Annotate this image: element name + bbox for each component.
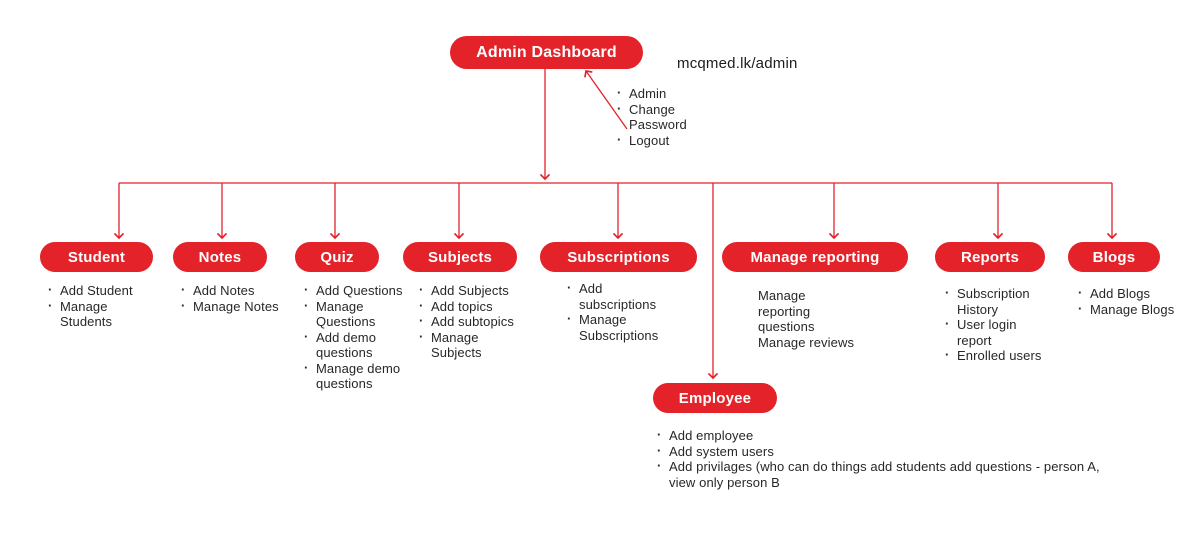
node-pill-subscriptions: Subscriptions — [540, 242, 697, 272]
list-item: Manage Questions — [303, 298, 403, 330]
list-item: Add system users — [656, 443, 1100, 460]
list-item: Subscription History — [944, 285, 1042, 317]
list-item: Manage Students — [47, 298, 133, 330]
list-item: Enrolled users — [944, 347, 1042, 364]
node-pill-quiz: Quiz — [295, 242, 379, 272]
account-menu-list: AdminChange PasswordLogout — [616, 85, 687, 149]
list-item: Manage Subjects — [418, 329, 514, 361]
blogs-list: Add BlogsManage Blogs — [1077, 285, 1174, 318]
list-item: Change Password — [616, 101, 687, 133]
node-pill-admin-dashboard: Admin Dashboard — [450, 36, 643, 69]
subscriptions-list: Add subscriptionsManage Subscriptions — [566, 280, 658, 343]
list-item: Logout — [616, 132, 687, 149]
list-item: Manage Subscriptions — [566, 311, 658, 343]
list-item: Add Questions — [303, 282, 403, 299]
student-list: Add StudentManage Students — [47, 282, 133, 330]
reports-list: Subscription HistoryUser login reportEnr… — [944, 285, 1042, 364]
node-pill-student: Student — [40, 242, 153, 272]
quiz-list: Add QuestionsManage QuestionsAdd demo qu… — [303, 282, 403, 392]
list-item: Add Blogs — [1077, 285, 1174, 302]
url-note: mcqmed.lk/admin — [677, 55, 798, 72]
list-item: Manage Notes — [180, 298, 279, 315]
list-item: Add Student — [47, 282, 133, 299]
node-pill-notes: Notes — [173, 242, 267, 272]
list-item: Add subtopics — [418, 313, 514, 330]
list-item: Manage Blogs — [1077, 301, 1174, 318]
node-pill-subjects: Subjects — [403, 242, 517, 272]
node-pill-blogs: Blogs — [1068, 242, 1160, 272]
node-pill-employee: Employee — [653, 383, 777, 413]
list-item: Add employee — [656, 427, 1100, 444]
list-item: Admin — [616, 85, 687, 102]
list-item: Add Notes — [180, 282, 279, 299]
subjects-list: Add SubjectsAdd topicsAdd subtopicsManag… — [418, 282, 514, 361]
list-item: Add demo questions — [303, 329, 403, 361]
list-item: User login report — [944, 316, 1042, 348]
list-item: Add subscriptions — [566, 280, 658, 312]
notes-list: Add NotesManage Notes — [180, 282, 279, 315]
node-pill-reports: Reports — [935, 242, 1045, 272]
list-item: Add privilages (who can do things add st… — [656, 458, 1100, 490]
employee-list: Add employeeAdd system usersAdd privilag… — [656, 427, 1100, 490]
list-item: Manage demo questions — [303, 360, 403, 392]
list-item: Add Subjects — [418, 282, 514, 299]
node-pill-manage-reporting: Manage reporting — [722, 242, 908, 272]
manage-reporting-note: Manage reporting questions Manage review… — [758, 288, 855, 350]
list-item: Add topics — [418, 298, 514, 315]
